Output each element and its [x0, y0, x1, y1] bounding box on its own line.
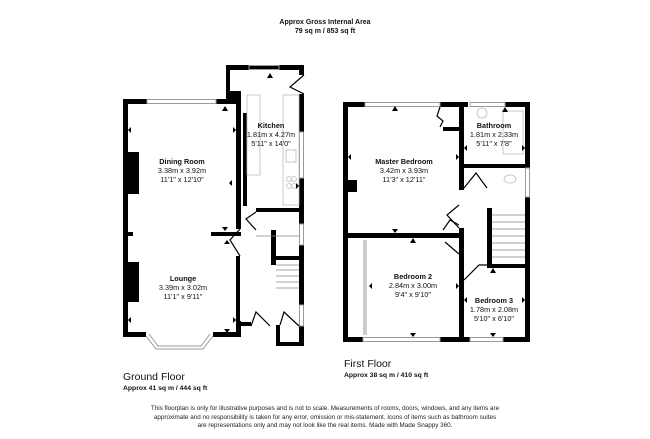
disclaimer: This floorplan is only for illustrative … [0, 405, 650, 431]
first-floor-title: First Floor [344, 358, 392, 370]
room-imperial: 11'1" x 9'11" [163, 292, 203, 301]
room-label-bedroom-3: Bedroom 3 1.78m x 2.08m 5'10" x 6'10" [470, 296, 518, 323]
room-label-dining-room: Dining Room 3.38m x 3.92m 11'1" x 12'10" [158, 157, 206, 184]
room-metric: 3.38m x 3.92m [157, 166, 207, 175]
room-name: Lounge [169, 274, 197, 283]
room-imperial: 5'10" x 6'10" [473, 314, 515, 323]
first-floor-area: Approx 38 sq m / 410 sq ft [344, 372, 429, 379]
room-label-lounge: Lounge 3.39m x 3.02m 11'1" x 9'11" [159, 274, 207, 301]
room-imperial: 11'3" x 12'11" [382, 175, 426, 184]
room-imperial: 5'11" x 7'8" [476, 139, 512, 148]
gross-area-title: Approx Gross Internal Area [279, 19, 371, 26]
ground-floor-title: Ground Floor [123, 371, 185, 383]
disclaimer-line-1: This floorplan is only for illustrative … [150, 405, 500, 412]
room-metric: 1.78m x 2.08m [469, 305, 519, 314]
room-name: Bedroom 3 [474, 296, 514, 305]
room-label-bathroom: Bathroom 1.81m x 2.33m 5'11" x 7'8" [470, 121, 518, 148]
room-label-master-bedroom: Master Bedroom 3.42m x 3.93m 11'3" x 12'… [375, 157, 433, 184]
room-metric: 1.81m x 2.33m [469, 130, 519, 139]
room-name: Dining Room [159, 157, 205, 166]
room-metric: 3.42m x 3.93m [379, 166, 429, 175]
room-name: Kitchen [257, 121, 285, 130]
disclaimer-line-2: approximate and no responsibility is tak… [153, 413, 497, 421]
room-name: Bedroom 2 [393, 272, 433, 281]
disclaimer-line-3: are representations only and may not loo… [197, 422, 453, 429]
room-name: Bathroom [476, 121, 512, 130]
room-label-bedroom-2: Bedroom 2 2.84m x 3.00m 9'4" x 9'10" [389, 272, 437, 299]
room-imperial: 5'11" x 14'0" [251, 139, 291, 148]
room-metric: 3.39m x 3.02m [158, 283, 208, 292]
room-metric: 1.81m x 4.27m [246, 130, 296, 139]
ground-floor-area: Approx 41 sq m / 444 sq ft [123, 385, 208, 392]
room-label-kitchen: Kitchen 1.81m x 4.27m 5'11" x 14'0" [247, 121, 295, 148]
wall [123, 99, 128, 337]
room-metric: 2.84m x 3.00m [388, 281, 438, 290]
gross-area-value: 79 sq m / 853 sq ft [294, 28, 356, 35]
room-name: Master Bedroom [375, 157, 433, 166]
room-imperial: 9'4" x 9'10" [395, 290, 431, 299]
room-imperial: 11'1" x 12'10" [160, 175, 204, 184]
